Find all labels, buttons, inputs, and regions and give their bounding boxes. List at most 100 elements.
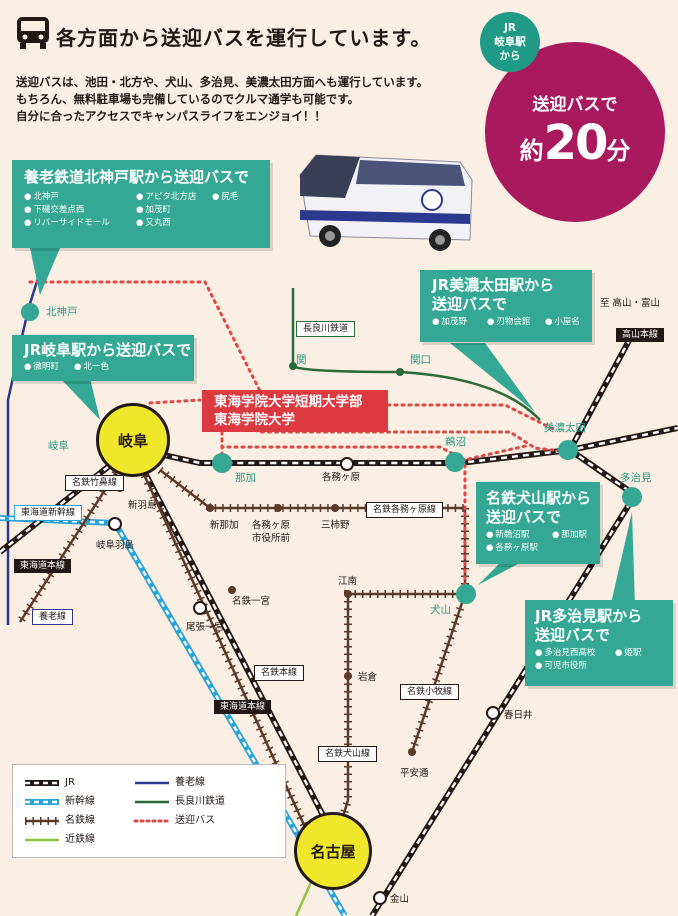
bus-illustration xyxy=(299,154,473,251)
stop: リバーサイドモール xyxy=(24,217,136,230)
station-sanyakeno: 三柿野 xyxy=(321,520,350,531)
intro-text: 送迎バスは、池田・北方や、犬山、多治見、美濃太田方面へも運行しています。 もちろ… xyxy=(16,74,428,125)
tag-meitetsu-inuyama: 名鉄犬山線 xyxy=(318,746,378,762)
station-gifuhashima: 岐阜羽島 xyxy=(96,540,135,551)
tag-meitetsu-komaki: 名鉄小牧線 xyxy=(400,684,460,700)
badge-suffix: 分 xyxy=(606,137,631,165)
box-title: 送迎バスで xyxy=(486,508,562,526)
station-meitetsu-ichinomiya: 名鉄一宮 xyxy=(232,596,271,607)
direction-takayama-toyama: 至 高山・富山 xyxy=(600,298,661,309)
legend-meitetsu: 名鉄線 xyxy=(65,815,95,826)
page-title: 各方面から送迎バスを運行しています。 xyxy=(56,26,432,50)
stop: 北神戸 xyxy=(24,191,136,204)
stop: 各務ヶ原駅 xyxy=(486,542,552,555)
badge-prefix: 約 xyxy=(519,137,544,165)
kitakobe-bus-box: 養老鉄道北神戸駅から送迎バスで 北神戸 アピタ北方店 尻毛 下磯交差点西 加茂町… xyxy=(12,160,270,248)
station-shinnaka: 新那加 xyxy=(210,520,239,531)
intro-line: 送迎バスは、池田・北方や、犬山、多治見、美濃太田方面へも運行しています。 xyxy=(16,75,429,89)
legend-nagaragawa: 長良川鉄道 xyxy=(175,796,225,807)
stop: 多治見西高校 xyxy=(535,647,615,660)
inuyama-bus-box: 名鉄犬山駅から 送迎バスで 新鵜沼駅 那加駅 各務ヶ原駅 xyxy=(476,482,600,564)
stop-list: 徹明町 北一色 xyxy=(24,361,194,374)
badge-origin-line: JR xyxy=(504,22,516,34)
intro-line: 自分に合ったアクセスでキャンパスライフをエンジョイ！！ xyxy=(16,109,326,123)
stop-list: 多治見西高校 姫駅 可児市役所 xyxy=(535,647,673,673)
box-title: 送迎バスで xyxy=(535,626,611,644)
station-sekiguchi: 関口 xyxy=(410,354,431,366)
stop: 小屋名 xyxy=(545,316,595,329)
tag-takayama-honsen: 高山本線 xyxy=(616,328,665,342)
stop-list: 新鵜沼駅 那加駅 各務ヶ原駅 xyxy=(486,529,600,555)
stop: 加茂野 xyxy=(432,316,487,329)
station-tajimi: 多治見 xyxy=(620,472,652,484)
legend-shinkansen: 新幹線 xyxy=(65,796,95,807)
minoota-bus-box: JR美濃太田駅から 送迎バスで 加茂野 刃物会館 小屋名 xyxy=(420,270,592,342)
stop: 新鵜沼駅 xyxy=(486,529,552,542)
stop: 刃物会館 xyxy=(487,316,545,329)
station-kitakobe: 北神戸 xyxy=(46,306,78,318)
stop: 北一色 xyxy=(74,361,124,374)
tag-yoro: 養老線 xyxy=(32,609,74,625)
station-kakamigahara: 各務ヶ原 xyxy=(322,472,361,483)
legend-bus: 送迎バス xyxy=(175,815,215,826)
box-title: JR岐阜駅から送迎バスで xyxy=(24,341,192,359)
legend-swatches xyxy=(25,780,171,842)
university-name: 東海学院大学短期大学部 xyxy=(214,394,363,410)
box-title: 養老鉄道北神戸駅から送迎バスで xyxy=(24,168,250,186)
box-title: 名鉄犬山駅から xyxy=(486,489,592,507)
badge-origin-line: から xyxy=(499,50,521,62)
badge-number: 20 xyxy=(543,115,609,171)
box-title: JR多治見駅から xyxy=(535,607,643,625)
station-kasugai: 春日井 xyxy=(504,710,533,721)
badge-origin-line: 岐阜駅 xyxy=(494,36,526,48)
stop: 尻毛 xyxy=(212,191,262,204)
station-iwakura: 岩倉 xyxy=(358,672,378,683)
box-title: JR美濃太田駅から xyxy=(432,276,555,294)
station-kakamigahara-shiyakusho: 各務ヶ原 xyxy=(252,520,291,531)
stop: 又丸西 xyxy=(136,217,212,230)
station-inuyama: 犬山 xyxy=(430,604,451,616)
tag-nagaragawa: 長良川鉄道 xyxy=(296,321,356,337)
hub-nagoya: 名古屋 xyxy=(294,812,372,890)
kintetsu-line xyxy=(294,879,314,916)
stop-list: 加茂野 刃物会館 小屋名 xyxy=(432,316,592,329)
stop: 姫駅 xyxy=(615,647,665,660)
bubble-tails xyxy=(30,248,635,608)
tag-tokaido-honsen: 東海道本線 xyxy=(14,559,72,573)
stop: アピタ北方店 xyxy=(136,191,212,204)
station-kakamigahara-shiyakusho: 市役所前 xyxy=(252,533,291,544)
tag-meitetsu-takehana: 名鉄竹鼻線 xyxy=(65,475,125,491)
university-destination: 東海学院大学短期大学部 東海学院大学 xyxy=(202,390,388,432)
box-title: 送迎バスで xyxy=(432,295,508,313)
legend-kintetsu: 近鉄線 xyxy=(65,834,95,845)
travel-time-badge: 送迎バスで 約20分 xyxy=(485,42,665,222)
station-naka: 那加 xyxy=(235,472,256,484)
bus-icon xyxy=(17,17,49,49)
stop: 可児市役所 xyxy=(535,660,615,673)
legend-jr: JR xyxy=(65,777,75,788)
badge-line1: 送迎バスで xyxy=(532,95,618,115)
station-unuma: 鵜沼 xyxy=(445,436,466,448)
tag-tokaido-shinkansen: 東海道新幹線 xyxy=(14,505,83,521)
gifu-bus-box: JR岐阜駅から送迎バスで 徹明町 北一色 xyxy=(12,335,194,381)
station-heianbashi: 平安通 xyxy=(400,768,429,779)
station-gifu: 岐阜 xyxy=(48,440,69,452)
stop: 下磯交差点西 xyxy=(24,204,136,217)
station-shinhashima: 新羽島 xyxy=(128,500,157,511)
tag-meitetsu-kakamigahara: 名鉄各務ヶ原線 xyxy=(366,502,444,518)
station-owari-ichinomiya: 尾張一宮 xyxy=(186,622,225,633)
stop: 徹明町 xyxy=(24,361,74,374)
station-konan: 江南 xyxy=(338,576,358,587)
station-markers xyxy=(21,303,642,905)
stop: 那加駅 xyxy=(552,529,602,542)
legend-yoro: 養老線 xyxy=(175,777,205,788)
university-name: 東海学院大学 xyxy=(214,412,295,428)
hub-gifu: 岐阜 xyxy=(96,403,170,477)
station-seki: 関 xyxy=(296,354,307,366)
tajimi-bus-box: JR多治見駅から 送迎バスで 多治見西高校 姫駅 可児市役所 xyxy=(525,600,673,686)
intro-line: もちろん、無料駐車場も完備しているのでクルマ通学も可能です。 xyxy=(16,92,360,106)
badge-origin: JR 岐阜駅 から xyxy=(480,12,540,72)
station-kanayama: 金山 xyxy=(390,894,410,905)
stop-list: 北神戸 アピタ北方店 尻毛 下磯交差点西 加茂町 . リバーサイドモール 又丸西 xyxy=(24,191,270,230)
